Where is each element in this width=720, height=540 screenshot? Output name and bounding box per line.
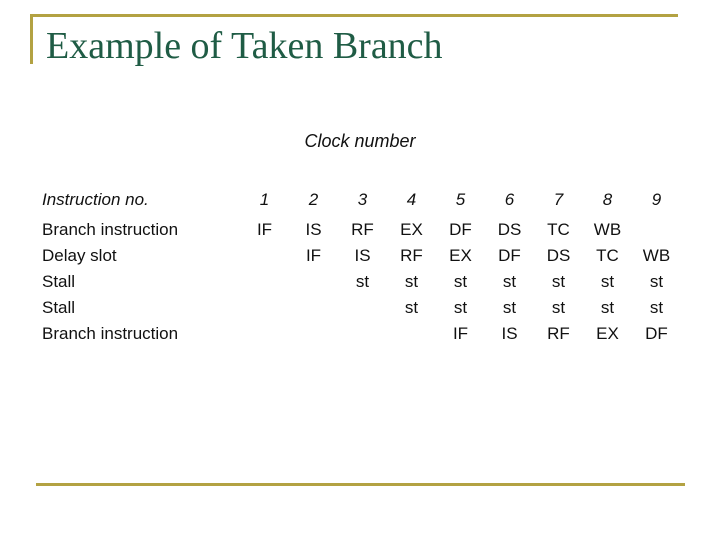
stage-cell: IF xyxy=(305,246,322,265)
table-header-row: Instruction no. 1 2 3 4 5 6 7 8 9 xyxy=(42,187,681,213)
slide-title: Example of Taken Branch xyxy=(46,25,443,67)
clock-number: 7 xyxy=(553,190,564,209)
clock-number: 1 xyxy=(259,190,270,209)
stage-cell: EX xyxy=(400,220,423,239)
stage-cell: IS xyxy=(305,220,322,239)
stage-cell: IF xyxy=(256,220,273,239)
row-label: Branch instruction xyxy=(42,324,179,343)
stage-cell: IS xyxy=(501,324,518,343)
table-row: Branch instruction IF IS RF EX DF DS TC … xyxy=(42,217,681,243)
table-caption: Clock number xyxy=(304,131,416,151)
stage-cell: TC xyxy=(547,220,570,239)
clock-number: 9 xyxy=(651,190,662,209)
top-accent-line xyxy=(30,14,678,17)
stage-cell: WB xyxy=(642,246,671,265)
stage-cell: st xyxy=(551,298,566,317)
table-row: Branch instruction IF IS RF EX DF xyxy=(42,321,681,347)
row-label: Stall xyxy=(42,272,76,291)
stage-cell: DS xyxy=(497,220,522,239)
bottom-accent-line xyxy=(36,483,685,486)
stage-cell: TC xyxy=(596,246,619,265)
row-header-label: Instruction no. xyxy=(42,190,149,209)
stage-cell: st xyxy=(600,298,615,317)
stage-cell: DF xyxy=(645,324,668,343)
table-row: Delay slot IF IS RF EX DF DS TC WB xyxy=(42,243,681,269)
stage-cell: IS xyxy=(354,246,371,265)
stage-cell: st xyxy=(551,272,566,291)
stage-cell: RF xyxy=(400,246,423,265)
clock-number: 6 xyxy=(504,190,515,209)
stage-cell: st xyxy=(649,272,664,291)
pipeline-table: Instruction no. 1 2 3 4 5 6 7 8 9 Branch… xyxy=(42,187,681,347)
stage-cell: st xyxy=(502,272,517,291)
stage-cell: DS xyxy=(546,246,571,265)
stage-cell: st xyxy=(453,272,468,291)
stage-cell: EX xyxy=(596,324,619,343)
stage-cell: WB xyxy=(593,220,622,239)
stage-cell: EX xyxy=(449,246,472,265)
stage-cell: RF xyxy=(351,220,374,239)
clock-number: 2 xyxy=(308,190,319,209)
row-label: Branch instruction xyxy=(42,220,179,239)
row-label: Stall xyxy=(42,298,76,317)
table-row: Stall st st st st st st st xyxy=(42,269,681,295)
stage-cell: DF xyxy=(449,220,472,239)
title-accent-line xyxy=(30,14,33,64)
row-label: Delay slot xyxy=(42,246,117,265)
clock-number: 3 xyxy=(357,190,368,209)
stage-cell: IF xyxy=(452,324,469,343)
stage-cell: st xyxy=(404,272,419,291)
stage-cell: RF xyxy=(547,324,570,343)
stage-cell: DF xyxy=(498,246,521,265)
table-row: Stall st st st st st st xyxy=(42,295,681,321)
clock-number: 4 xyxy=(406,190,417,209)
stage-cell: st xyxy=(600,272,615,291)
stage-cell: st xyxy=(404,298,419,317)
stage-cell: st xyxy=(649,298,664,317)
stage-cell: st xyxy=(502,298,517,317)
stage-cell: st xyxy=(453,298,468,317)
stage-cell: st xyxy=(355,272,370,291)
clock-number: 5 xyxy=(455,190,466,209)
clock-number: 8 xyxy=(602,190,613,209)
